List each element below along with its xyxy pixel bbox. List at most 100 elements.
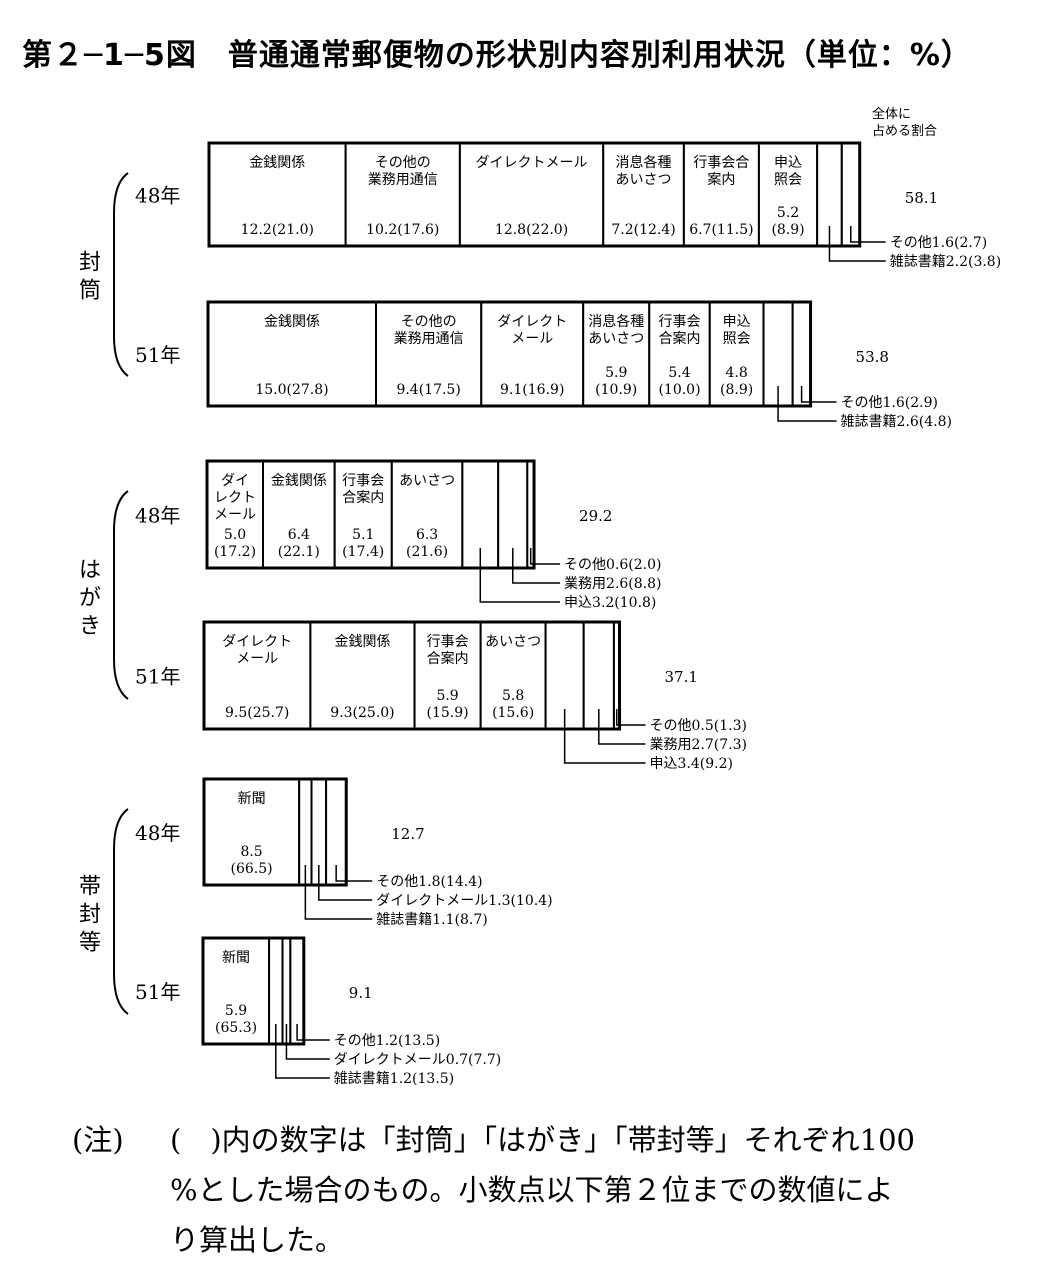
segment-value: 12.8(22.0) bbox=[495, 222, 568, 238]
segment-label: あいさつ bbox=[485, 634, 541, 650]
bar-segment bbox=[480, 301, 585, 407]
segment-label: 申込照会 bbox=[723, 314, 751, 347]
callout-line bbox=[479, 548, 561, 603]
callout-label: 申込3.4(9.2) bbox=[650, 756, 733, 772]
callout-label: 雑誌書籍1.2(13.5) bbox=[334, 1070, 454, 1087]
bar-segment bbox=[208, 142, 347, 247]
segment-label: 行事会合案内 bbox=[342, 473, 384, 506]
group-label: 帯封等 bbox=[79, 875, 101, 956]
segment-label: 金銭関係 bbox=[249, 155, 305, 171]
segment-label: 金銭関係 bbox=[271, 473, 327, 489]
year-label: 48年 bbox=[135, 821, 180, 845]
bar-segment bbox=[682, 142, 760, 247]
chart-title: 第２─1─5図 普通通常郵便物の形状別内容別利用状況（単位：%） bbox=[22, 38, 972, 73]
segment-label: 金銭関係 bbox=[334, 634, 390, 650]
segment-value: 5.8(15.6) bbox=[492, 688, 534, 721]
group-label: はがき bbox=[79, 558, 101, 639]
total-share: 53.8 bbox=[856, 348, 889, 366]
note-line-3: り算出した。 bbox=[170, 1223, 345, 1257]
total-share: 58.1 bbox=[905, 189, 938, 207]
callout-line bbox=[304, 865, 373, 920]
bar-segment bbox=[206, 460, 264, 569]
segment-label: その他の業務用通信 bbox=[368, 155, 438, 188]
year-label: 51年 bbox=[135, 665, 180, 689]
segment-value: 6.4(22.1) bbox=[278, 527, 320, 560]
segment-label: 新聞 bbox=[222, 950, 250, 966]
bar-frame bbox=[205, 459, 536, 570]
group-label: 封筒 bbox=[79, 251, 101, 304]
segment-value: 4.8(8.9) bbox=[720, 365, 753, 398]
segment-value: 9.4(17.5) bbox=[396, 382, 460, 398]
callout-label: その他0.6(2.0) bbox=[564, 557, 661, 573]
callout-label: その他1.2(13.5) bbox=[334, 1033, 440, 1049]
callout-label: ダイレクトメール1.3(10.4) bbox=[376, 893, 552, 909]
callout-line bbox=[563, 709, 646, 764]
callout-label: その他1.8(14.4) bbox=[376, 874, 482, 890]
segment-label: あいさつ bbox=[399, 473, 455, 489]
bar-segment bbox=[390, 460, 464, 569]
segment-label: 消息各種あいさつ bbox=[616, 154, 672, 188]
total-share: 12.7 bbox=[391, 825, 424, 843]
bar-frame bbox=[201, 936, 306, 1046]
bar-segment bbox=[458, 142, 605, 247]
callout-label: 雑誌書籍1.1(8.7) bbox=[376, 911, 487, 928]
callout-line bbox=[275, 1024, 330, 1079]
segment-label: ダイレクトメール bbox=[497, 314, 567, 347]
callout-label: 業務用2.6(8.8) bbox=[564, 576, 661, 592]
group-bracket bbox=[113, 172, 129, 377]
year-label: 48年 bbox=[135, 184, 180, 208]
bar-segment bbox=[202, 937, 271, 1045]
segment-value: 12.2(21.0) bbox=[241, 222, 314, 238]
segment-label: 行事会合案内 bbox=[659, 314, 701, 347]
callout-label: その他1.6(2.9) bbox=[841, 395, 938, 411]
callout-line bbox=[777, 386, 837, 422]
segment-label: ダイレクトメール bbox=[214, 473, 256, 523]
callout-label: 雑誌書籍2.6(4.8) bbox=[841, 413, 952, 430]
year-label: 48年 bbox=[135, 504, 180, 528]
segment-value: 7.2(12.4) bbox=[611, 222, 675, 238]
total-share: 29.2 bbox=[579, 507, 612, 525]
callout-line bbox=[529, 548, 561, 565]
share-column-header: 全体に占める割合 bbox=[872, 106, 937, 139]
segment-value: 5.1(17.4) bbox=[342, 527, 384, 560]
bar-segment bbox=[648, 301, 711, 407]
segment-label: 消息各種あいさつ bbox=[588, 313, 644, 347]
segment-value: 5.9(10.9) bbox=[595, 365, 637, 398]
segment-label: ダイレクトメール bbox=[222, 634, 292, 667]
segment-value: 15.0(27.8) bbox=[255, 382, 328, 398]
note-marker: (注) bbox=[72, 1123, 124, 1157]
segment-label: ダイレクトメール bbox=[476, 155, 588, 171]
callout-line bbox=[285, 1024, 330, 1060]
group-bracket bbox=[113, 490, 129, 700]
callout-line bbox=[318, 865, 373, 901]
segment-value: 10.2(17.6) bbox=[366, 222, 439, 238]
segment-value: 5.9(15.9) bbox=[427, 688, 469, 721]
bar-frame bbox=[206, 300, 813, 408]
callout-line bbox=[615, 709, 646, 726]
segment-value: 6.7(11.5) bbox=[689, 222, 753, 238]
segment-value: 5.0(17.2) bbox=[214, 527, 256, 560]
year-label: 51年 bbox=[135, 980, 180, 1004]
segment-value: 5.9(65.3) bbox=[215, 1003, 257, 1036]
segment-value: 6.3(21.6) bbox=[406, 527, 448, 560]
bar-frame bbox=[207, 141, 862, 248]
segment-label: 新聞 bbox=[238, 791, 266, 807]
total-share: 9.1 bbox=[349, 984, 373, 1002]
group-bracket bbox=[113, 808, 129, 1015]
bar-frame bbox=[202, 777, 348, 887]
note-line-2: %とした場合のもの。小数点以下第２位までの数値によ bbox=[170, 1173, 894, 1207]
note-line-1: ( )内の数字は「封筒」「はがき」「帯封等」それぞれ100 bbox=[170, 1123, 915, 1157]
callout-label: その他1.6(2.7) bbox=[890, 235, 987, 251]
bar-segment bbox=[207, 301, 377, 407]
callout-line bbox=[296, 1024, 330, 1041]
callout-line bbox=[828, 226, 886, 262]
callout-line bbox=[800, 386, 837, 403]
segment-label: その他の業務用通信 bbox=[394, 314, 464, 347]
segment-label: 金銭関係 bbox=[264, 314, 320, 330]
callout-line bbox=[512, 548, 561, 584]
callout-line bbox=[598, 709, 646, 745]
callout-line bbox=[335, 865, 373, 882]
segment-value: 9.5(25.7) bbox=[225, 705, 289, 721]
segment-label: 申込照会 bbox=[774, 155, 802, 188]
callout-label: 雑誌書籍2.2(3.8) bbox=[890, 253, 1001, 270]
